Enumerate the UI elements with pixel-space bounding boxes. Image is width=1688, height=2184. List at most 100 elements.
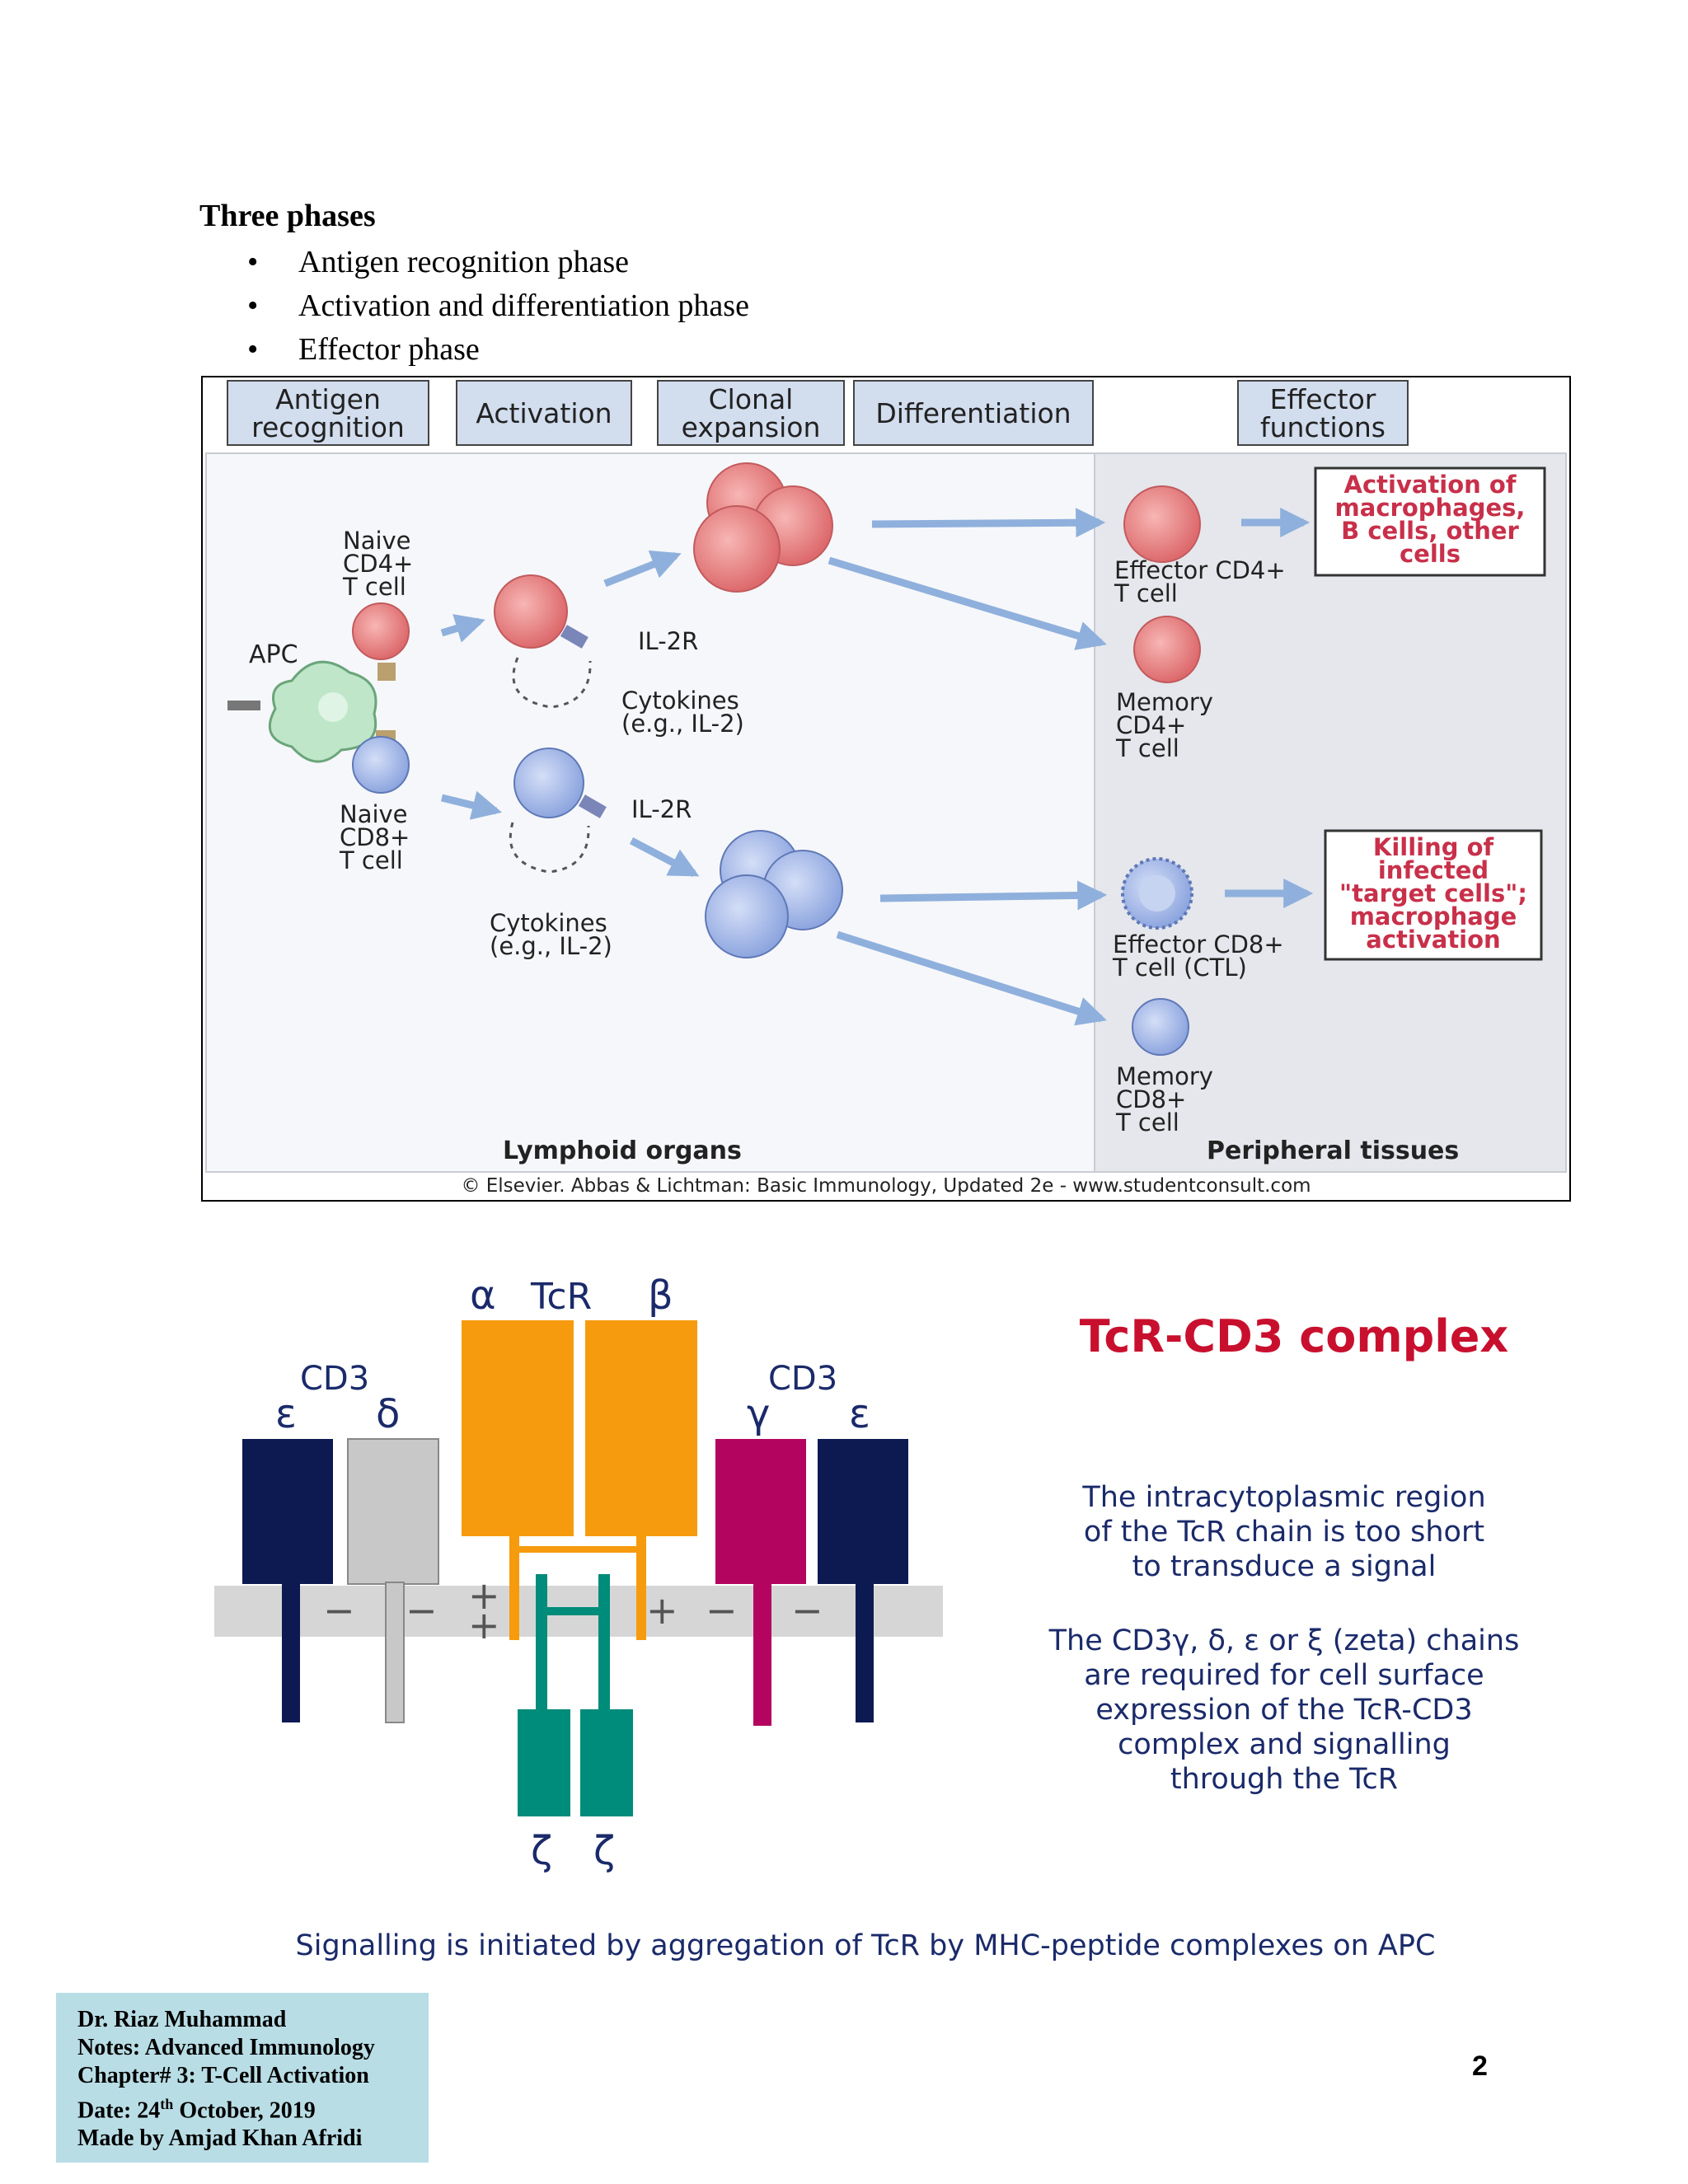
cd8-outcome-text: infected	[1378, 856, 1489, 884]
zeta-label: ζ	[593, 1828, 615, 1874]
date-line: Date: 24th October, 2019	[77, 2090, 429, 2125]
figure-credit: © Elsevier. Abbas & Lichtman: Basic Immu…	[461, 1175, 1311, 1197]
memory-cd8-label: Memory	[1116, 1062, 1213, 1090]
cd4-outcome-text: B cells, other	[1341, 517, 1519, 545]
naive-cd8-label: Naive	[340, 800, 408, 828]
tcr-cd3-complex-figure: α TcR β CD3 ε δ CD3 γ ε ζ ζ − − + + + − …	[201, 1236, 1571, 1978]
cd3-right-label: CD3	[768, 1360, 837, 1398]
phase-box-activation: Activation	[456, 380, 632, 446]
charge-minus: −	[706, 1588, 738, 1633]
description-line: to transduce a signal	[1132, 1550, 1437, 1583]
gamma-label: γ	[747, 1391, 770, 1437]
cytokines-label: (e.g., IL-2)	[490, 932, 612, 960]
t-cell-activation-diagram: Antigen recognition Activation Clonal ex…	[205, 380, 1567, 1197]
cd8-outcome-text: "target cells";	[1339, 879, 1527, 907]
tcr-cd3-complex-diagram: α TcR β CD3 ε δ CD3 γ ε ζ ζ − − + + + − …	[214, 1272, 1520, 1962]
effector-cd4-label: Effector CD4+	[1114, 556, 1286, 584]
cd8-outcome-box: Killing of infected "target cells"; macr…	[1324, 829, 1543, 961]
beta-label: β	[648, 1272, 673, 1319]
phase-box-differentiation: Differentiation	[853, 380, 1094, 446]
effector-cd4-label: T cell	[1114, 579, 1178, 607]
charge-plus: +	[468, 1603, 500, 1647]
clonal-cd4-cells	[693, 462, 833, 593]
phase-box-label: Activation	[476, 397, 612, 429]
zeta-chain-right	[580, 1709, 633, 1816]
tcr-cd3-title: TcR-CD3 complex	[1080, 1310, 1509, 1362]
signalling-caption: Signalling is initiated by aggregation o…	[296, 1929, 1436, 1962]
cd4-outcome-box: Activation of macrophages, B cells, othe…	[1314, 466, 1546, 577]
cd3-epsilon-left-chain	[242, 1439, 333, 1584]
cytokines-label: (e.g., IL-2)	[621, 710, 744, 738]
phase-box-effector-functions: Effector functions	[1237, 380, 1409, 446]
clonal-cd8-cells	[705, 830, 843, 958]
activated-cd4-cell	[494, 574, 568, 649]
delta-label: δ	[376, 1391, 400, 1437]
apc-label: APC	[249, 640, 298, 669]
description-line: are required for cell surface	[1084, 1659, 1484, 1692]
phase-box-clonal-expansion: Clonal expansion	[657, 380, 845, 446]
cd4-outcome-text: cells	[1400, 540, 1461, 568]
cd3-gamma-chain	[715, 1439, 806, 1584]
naive-cd4-cell	[352, 602, 410, 660]
cd8-outcome-text: macrophage	[1350, 902, 1517, 930]
section-heading: Three phases	[199, 199, 376, 233]
effector-cd4-cell	[1123, 485, 1201, 563]
tcr-label: TcR	[530, 1276, 592, 1318]
memory-cd4-label: CD4+	[1116, 711, 1186, 739]
description-line: through the TcR	[1170, 1763, 1398, 1796]
memory-cd8-cell	[1132, 998, 1189, 1056]
naive-cd4-label: Naive	[343, 527, 411, 555]
phase-list: Antigen recognition phase Activation and…	[247, 241, 749, 372]
naive-cd8-cell	[352, 736, 410, 794]
memory-cd4-label: Memory	[1116, 688, 1213, 716]
tcr-alpha-chain	[462, 1320, 574, 1536]
description-line: complex and signalling	[1118, 1728, 1451, 1761]
date-rest: October, 2019	[173, 2097, 316, 2124]
charge-plus: +	[468, 1573, 500, 1618]
phase-box-label: functions	[1260, 411, 1386, 443]
description-line: The CD3γ, δ, ε or ξ (zeta) chains	[1048, 1624, 1520, 1657]
charge-minus: −	[791, 1588, 823, 1633]
cd3-epsilon-right-chain	[818, 1439, 908, 1584]
effector-cd8-label: Effector CD8+	[1113, 930, 1284, 958]
lymphoid-organs-label: Lymphoid organs	[503, 1137, 742, 1165]
t-cell-activation-figure: Antigen recognition Activation Clonal ex…	[201, 376, 1571, 1202]
flow-arrows	[440, 508, 1314, 1026]
zeta-label: ζ	[531, 1828, 552, 1874]
date-prefix: Date: 24	[77, 2097, 161, 2124]
description-line: expression of the TcR-CD3	[1095, 1694, 1472, 1727]
cytokines-label: Cytokines	[621, 687, 739, 715]
cd8-outcome-text: Killing of	[1373, 833, 1494, 861]
author-info-box: Dr. Riaz Muhammad Notes: Advanced Immuno…	[56, 1993, 429, 2163]
charge-plus: +	[646, 1588, 678, 1633]
chapter-line: Chapter# 3: T-Cell Activation	[77, 2063, 369, 2088]
apc-cell	[227, 660, 396, 763]
phase-box-label: Clonal	[709, 383, 794, 415]
cd3-left-label: CD3	[300, 1360, 369, 1398]
effector-cd8-label: T cell (CTL)	[1112, 954, 1247, 982]
phase-box-label: Effector	[1270, 383, 1376, 415]
tcr-beta-chain	[585, 1320, 697, 1536]
phase-box-label: recognition	[251, 411, 405, 443]
page-number: 2	[1472, 2050, 1488, 2082]
peripheral-tissues-label: Peripheral tissues	[1207, 1137, 1459, 1165]
cd4-outcome-text: Activation of	[1344, 471, 1517, 499]
epsilon-right-label: ε	[849, 1391, 870, 1437]
naive-cd8-label: T cell	[339, 846, 403, 874]
naive-cd4-label: CD4+	[343, 550, 413, 578]
phase-box-antigen-recognition: Antigen recognition	[227, 380, 429, 446]
author-line: Dr. Riaz Muhammad	[77, 2007, 287, 2032]
naive-cd4-label: T cell	[342, 573, 406, 601]
phase-box-label: Differentiation	[875, 397, 1071, 429]
course-line: Notes: Advanced Immunology	[77, 2035, 375, 2060]
charge-minus: −	[406, 1588, 438, 1633]
activated-cd8-cell	[513, 748, 584, 818]
epsilon-left-label: ε	[275, 1391, 297, 1437]
memory-cd8-label: CD8+	[1116, 1085, 1186, 1113]
il2r-label: IL-2R	[638, 627, 698, 655]
cd4-outcome-text: macrophages,	[1335, 494, 1526, 522]
cd3-delta-chain	[347, 1438, 439, 1585]
memory-cd4-label: T cell	[1115, 734, 1179, 762]
il2r-label: IL-2R	[631, 795, 692, 823]
phase-box-label: expansion	[682, 411, 821, 443]
